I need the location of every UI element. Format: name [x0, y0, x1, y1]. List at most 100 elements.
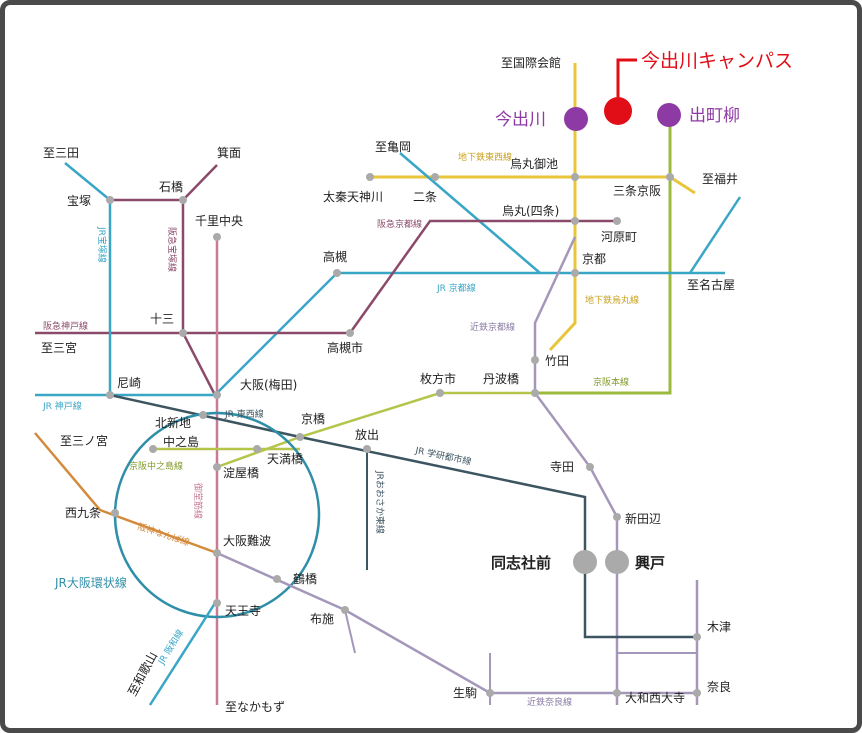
dot-sanjo — [666, 173, 674, 181]
label-takarazuka: 宝塚 — [67, 194, 91, 208]
label-hankyu-kobe: 阪急神戸線 — [43, 320, 88, 332]
line-kintetsu-kyoto — [533, 236, 619, 705]
label-terada: 寺田 — [550, 460, 574, 474]
line-jr-gakkentoshi — [299, 435, 697, 639]
label-fuse: 布施 — [310, 612, 334, 626]
label-minoh: 箕面 — [217, 146, 241, 160]
label-keihan-nakanoshima: 京阪中之島線 — [129, 460, 183, 472]
doshishamae-marker[interactable] — [573, 550, 597, 574]
campus-title: 今出川キャンパス — [641, 50, 793, 72]
label-hankyu-kyoto: 阪急京都線 — [377, 218, 422, 230]
dot-saidaiji — [613, 689, 621, 697]
route-map: 今出川キャンパス 今出川 出町柳 至国際会館 至亀岡 烏丸御池 太秦天神川 二条… — [34, 50, 793, 714]
dot-ikoma — [486, 689, 494, 697]
dot-kawaramachi — [613, 217, 621, 225]
line-hankyu-takarazuka — [110, 198, 217, 396]
label-yodoyabashi: 淀屋橋 — [223, 466, 259, 480]
dot-fuse — [341, 606, 349, 614]
imadegawa-label: 今出川 — [495, 110, 546, 130]
label-shi-sannomiya2: 至三ノ宮 — [60, 433, 108, 448]
dot-tenmabashi — [253, 445, 261, 453]
label-shi-sanda: 至三田 — [43, 146, 79, 160]
dot-nakanoshima — [149, 445, 157, 453]
label-jr-tozai: JR 東西線 — [224, 408, 264, 420]
label-nijo: 二条 — [413, 190, 437, 204]
label-kintetsu-kyoto: 近鉄京都線 — [470, 321, 515, 333]
label-shi-nakamozu: 至なかもず — [225, 700, 285, 714]
line-subway-karasuma — [548, 63, 577, 352]
label-senri-chuo: 千里中央 — [195, 213, 243, 228]
dot-karasuma-oike — [571, 173, 579, 181]
kodo-marker[interactable] — [605, 550, 629, 574]
label-hanshin-namba: 阪神なんば線 — [136, 520, 191, 548]
label-shi-wakayama: 至和歌山 — [124, 649, 160, 698]
label-hirakatashi: 枚方市 — [420, 371, 456, 386]
label-sanjo: 三条京阪 — [613, 184, 661, 198]
dot-takatsukishi — [346, 329, 354, 337]
dot-senri — [213, 233, 221, 241]
label-shi-nagoya: 至名古屋 — [687, 277, 735, 292]
label-osaka-namba: 大阪難波 — [223, 533, 271, 548]
label-takatsuki: 高槻 — [323, 249, 347, 264]
dot-tsuruhashi — [273, 575, 281, 583]
dot-terada — [586, 463, 594, 471]
demachiyanagi-label: 出町柳 — [689, 106, 740, 126]
label-karasuma-oike: 烏丸御池 — [510, 156, 558, 171]
campus-leader — [616, 58, 637, 97]
line-jr-sagano — [399, 152, 541, 274]
label-nara: 奈良 — [707, 679, 731, 694]
label-hankyu-takarazuka: 阪急宝塚線 — [166, 227, 178, 272]
label-shintanabe: 新田辺 — [625, 511, 661, 526]
label-keihan-main: 京阪本線 — [593, 376, 629, 388]
label-nishikujo: 西九条 — [65, 506, 101, 520]
label-jr-hanwa: JR 阪和線 — [155, 627, 186, 667]
line-hankyu-minoh — [182, 164, 218, 201]
line-hankyu-kyoto — [35, 219, 617, 335]
dot-yodoyabashi — [213, 463, 221, 471]
line-jr-hanwa — [148, 599, 219, 706]
label-jr-osaka-higashi: JRおおさか東線 — [374, 470, 386, 534]
label-ishibashi: 石橋 — [159, 180, 183, 194]
dot-kyoto — [571, 269, 579, 277]
dot-tambabashi — [531, 389, 539, 397]
label-subway-karasuma: 地下鉄烏丸線 — [585, 294, 639, 306]
label-kintetsu-nara: 近鉄奈良線 — [527, 696, 572, 708]
label-jr-kyoto: JR 京都線 — [436, 282, 476, 294]
label-kodo: 興戸 — [635, 554, 665, 572]
imadegawa-marker[interactable] — [564, 107, 588, 131]
label-kyoto: 京都 — [582, 252, 606, 266]
label-midosuji: 御堂筋線 — [192, 483, 204, 519]
label-shi-sannomiya: 至三宮 — [41, 340, 77, 355]
label-shi-fukui: 至福井 — [702, 171, 738, 186]
label-jr-takarazuka: JR宝塚線 — [96, 226, 108, 263]
dot-tennoji — [213, 599, 221, 607]
label-nakanoshima: 中之島 — [163, 434, 199, 449]
dot-kizu — [693, 633, 701, 641]
dot-uzumasa — [366, 173, 374, 181]
label-kyobashi: 京橋 — [301, 412, 325, 426]
line-keihan-main — [535, 115, 672, 395]
label-ikoma: 生駒 — [453, 686, 477, 700]
demachiyanagi-marker[interactable] — [657, 103, 681, 127]
label-kawaramachi: 河原町 — [601, 230, 637, 244]
dot-amagasaki — [106, 391, 114, 399]
line-kintetsu-nara-branch — [344, 609, 356, 654]
label-hanaten: 放出 — [355, 427, 379, 442]
line-kintetsu-nara — [216, 551, 697, 695]
dot-nishikujo — [111, 509, 119, 517]
label-doshishamae: 同志社前 — [491, 554, 551, 572]
dot-kyobashi — [296, 433, 304, 441]
dot-karasuma-shijo — [571, 217, 579, 225]
label-tenmabashi: 天満橋 — [267, 452, 303, 466]
dot-hanaten — [363, 445, 371, 453]
campus-marker-red[interactable] — [604, 97, 632, 125]
label-jr-kobe: JR 神戸線 — [42, 400, 82, 412]
label-takatsukishi: 高槻市 — [327, 340, 363, 355]
label-kokusai-kaikan: 至国際会館 — [501, 55, 561, 70]
dot-takatsuki — [333, 269, 341, 277]
label-osaka-umeda: 大阪(梅田) — [240, 377, 297, 392]
label-amagasaki: 尼崎 — [117, 376, 141, 390]
dot-juso — [179, 329, 187, 337]
label-tsuruhashi: 鶴橋 — [293, 571, 317, 586]
